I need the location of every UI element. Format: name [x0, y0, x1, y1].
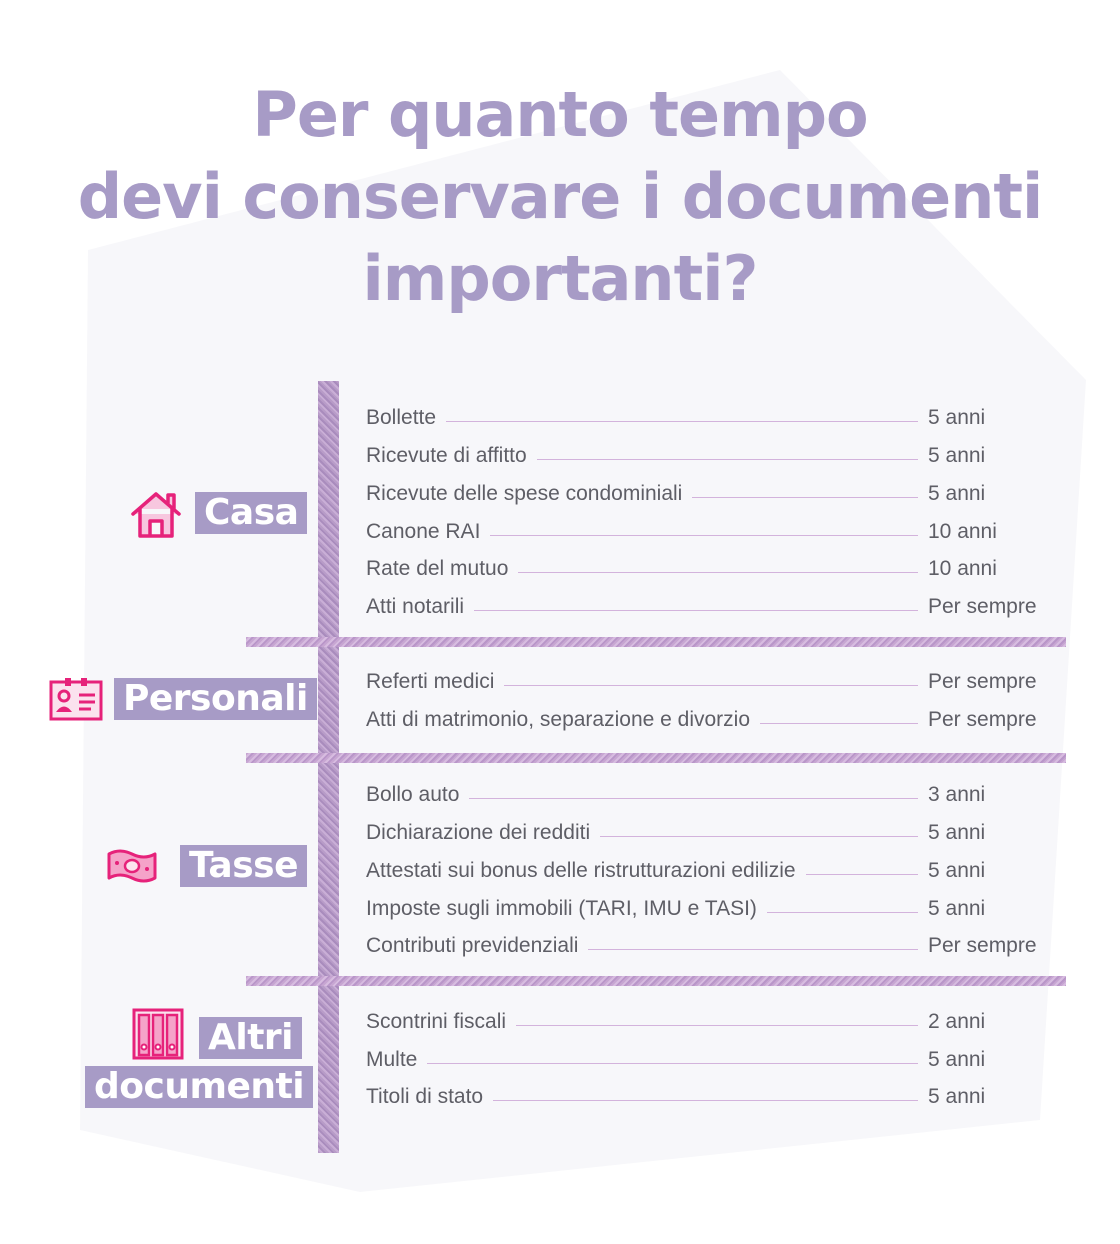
retention-duration: 5 anni: [928, 1085, 986, 1108]
category-label-altri: Altri: [199, 1017, 303, 1059]
horizontal-divider-2: [246, 753, 1066, 763]
list-item: Ricevute delle spese condominiali 5 anni: [366, 479, 1056, 509]
retention-duration: 5 anni: [928, 897, 986, 920]
retention-duration: Per sempre: [928, 595, 1037, 618]
retention-duration: Per sempre: [928, 708, 1037, 731]
page-title: Per quanto tempo devi conservare i docum…: [0, 74, 1120, 320]
list-item: Bollo auto 3 anni: [366, 780, 1056, 810]
document-name: Rate del mutuo: [366, 557, 509, 580]
leader-line: [490, 534, 918, 536]
title-line-1: Per quanto tempo: [252, 78, 868, 151]
list-item: Dichiarazione dei redditi 5 anni: [366, 818, 1056, 848]
category-label-tasse: Tasse: [180, 845, 307, 887]
house-icon: [131, 492, 181, 538]
retention-duration: 5 anni: [928, 406, 986, 429]
leader-line: [469, 797, 918, 799]
category-label-personali: Personali: [114, 678, 317, 720]
binders-icon: [132, 1008, 184, 1060]
list-item: Imposte sugli immobili (TARI, IMU e TASI…: [366, 894, 1056, 924]
list-item: Bollette 5 anni: [366, 403, 1056, 433]
document-name: Atti di matrimonio, separazione e divorz…: [366, 708, 751, 731]
title-line-3: importanti?: [362, 242, 759, 315]
leader-line: [504, 684, 918, 686]
leader-line: [516, 1024, 918, 1026]
category-label-casa: Casa: [195, 492, 308, 534]
document-name: Titoli di stato: [366, 1085, 484, 1108]
document-name: Scontrini fiscali: [366, 1010, 507, 1033]
list-item: Multe 5 anni: [366, 1045, 1056, 1075]
retention-duration: Per sempre: [928, 670, 1037, 693]
banknote-icon: [107, 849, 157, 883]
category-label-documenti: documenti: [85, 1066, 314, 1108]
retention-duration: 5 anni: [928, 444, 986, 467]
leader-line: [600, 835, 918, 837]
document-name: Atti notarili: [366, 595, 465, 618]
document-name: Multe: [366, 1048, 418, 1071]
leader-line: [446, 420, 918, 422]
leader-line: [518, 571, 918, 573]
retention-duration: 2 anni: [928, 1010, 986, 1033]
leader-line: [588, 948, 918, 950]
document-name: Bollette: [366, 406, 437, 429]
list-item: Referti medici Per sempre: [366, 667, 1056, 697]
list-item: Scontrini fiscali 2 anni: [366, 1007, 1056, 1037]
document-name: Attestati sui bonus delle ristrutturazio…: [366, 859, 796, 882]
leader-line: [766, 911, 918, 913]
leader-line: [474, 609, 918, 611]
document-name: Ricevute delle spese condominiali: [366, 482, 683, 505]
retention-duration: 5 anni: [928, 859, 986, 882]
leader-line: [760, 722, 918, 724]
retention-duration: 10 anni: [928, 520, 997, 543]
list-item: Atti di matrimonio, separazione e divorz…: [366, 705, 1056, 735]
leader-line: [536, 458, 918, 460]
retention-duration: Per sempre: [928, 934, 1037, 957]
retention-duration: 10 anni: [928, 557, 997, 580]
leader-line: [493, 1099, 918, 1101]
document-name: Imposte sugli immobili (TARI, IMU e TASI…: [366, 897, 757, 920]
list-item: Titoli di stato 5 anni: [366, 1082, 1056, 1112]
list-item: Contributi previdenziali Per sempre: [366, 931, 1056, 961]
document-name: Bollo auto: [366, 783, 460, 806]
id-card-icon: [49, 678, 103, 721]
retention-duration: 5 anni: [928, 821, 986, 844]
retention-duration: 5 anni: [928, 482, 986, 505]
document-name: Referti medici: [366, 670, 495, 693]
list-item: Ricevute di affitto 5 anni: [366, 441, 1056, 471]
document-name: Ricevute di affitto: [366, 444, 527, 467]
retention-duration: 3 anni: [928, 783, 986, 806]
vertical-divider: [318, 381, 339, 1153]
document-name: Contributi previdenziali: [366, 934, 579, 957]
retention-duration: 5 anni: [928, 1048, 986, 1071]
document-name: Dichiarazione dei redditi: [366, 821, 591, 844]
list-item: Attestati sui bonus delle ristrutturazio…: [366, 856, 1056, 886]
list-item: Rate del mutuo 10 anni: [366, 554, 1056, 584]
horizontal-divider-3: [246, 976, 1066, 986]
horizontal-divider-1: [246, 637, 1066, 647]
list-item: Atti notarili Per sempre: [366, 592, 1056, 622]
leader-line: [805, 873, 918, 875]
document-name: Canone RAI: [366, 520, 481, 543]
leader-line: [692, 496, 918, 498]
title-line-2: devi conservare i documenti: [77, 160, 1044, 233]
list-item: Canone RAI 10 anni: [366, 517, 1056, 547]
leader-line: [427, 1062, 918, 1064]
